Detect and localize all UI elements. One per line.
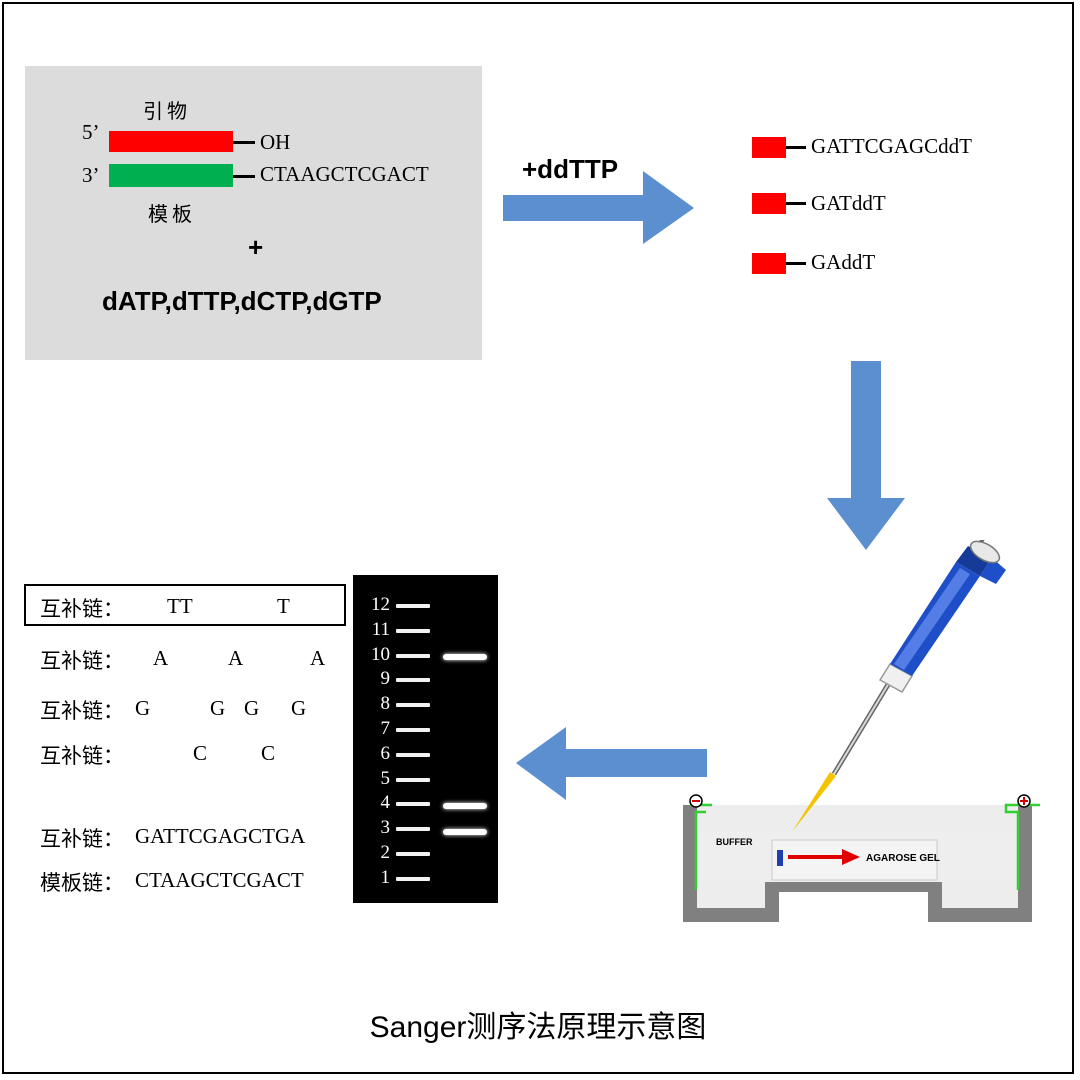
ladder-band [396,628,430,633]
ddttp-label: +ddTTP [522,154,619,184]
fragment-bond-1 [786,146,806,149]
ladder-number: 2 [380,842,391,863]
c-row-label: 互补链： [40,744,124,768]
ladder-number: 1 [380,866,391,888]
a-row-base-3: A [310,646,326,670]
template-strand-label: 模板链： [40,871,124,895]
ladder-number: 10 [371,643,390,665]
c-row-base-1: C [193,741,208,765]
primer-bond [233,141,255,144]
buffer-label: BUFFER [716,837,753,847]
positive-electrode [1004,803,1040,890]
ladder-band [396,852,430,856]
primer-end-label: OH [260,130,291,154]
ladder-band [396,777,430,782]
ladder-band [396,604,430,608]
sample-band-4 [443,803,487,809]
g-row-label: 互补链： [40,699,124,723]
ladder-number: 9 [380,668,391,690]
g-row-base-3: G [244,696,260,720]
down-arrow [827,361,905,550]
fragment-primer-1 [752,137,786,158]
fragment-3: GAddT [811,250,876,274]
figure-caption: Sanger测序法原理示意图 [0,1002,1076,1046]
ladder-number: 11 [371,618,390,640]
ladder-band [396,752,430,757]
template-strand-sequence: CTAAGCTCGACT [135,868,304,892]
ladder-number: 12 [371,594,390,615]
ladder-band [396,728,430,732]
negative-electrode [694,810,706,890]
g-row-base-2: G [210,696,226,720]
template-sequence: CTAAGCTCGACT [260,162,429,186]
pipette-button [969,540,1001,564]
sample-band-3 [443,829,487,835]
g-row-base-1: G [135,696,151,720]
a-row-base-1: A [153,646,169,670]
template-bar [109,164,233,187]
fragment-bond-2 [786,202,806,205]
ladder-number: 7 [380,718,391,739]
ladder-number: 3 [380,817,391,839]
ladder-band [396,876,430,881]
electrophoresis-illustration [683,540,1040,922]
ladder-band [396,678,430,683]
complement-label: 互补链： [40,827,124,851]
plus-sign: + [248,232,264,262]
primer-bar [109,131,233,152]
c-row-base-2: C [261,741,276,765]
sample-well [777,850,783,866]
agarose-gel-label: AGAROSE GEL [866,853,940,864]
fragment-primer-3 [752,253,786,274]
agarose-gel-slab [771,839,938,881]
five-prime-label: 5’ [82,120,100,144]
ladder-band [396,827,430,832]
right-arrow [503,171,694,244]
caption-text: Sanger测序法原理示意图 [369,1011,707,1044]
fragment-1: GATTCGAGCddT [811,134,972,158]
left-arrow [516,727,707,800]
primer-label: 引物 [143,99,191,123]
dntp-list: dATP,dTTP,dCTP,dGTP [102,286,382,316]
ladder-band [396,653,430,658]
template-label: 模板 [148,202,196,226]
t-row-box [24,584,346,626]
pipette-tip [792,772,836,832]
ladder-band [396,802,430,807]
sample-band-10 [443,654,487,660]
ladder-band [396,703,430,708]
reaction-panel [25,66,482,360]
ladder-number: 5 [380,767,391,789]
t-row-base-2: T [277,594,290,618]
fragment-2: GATddT [811,191,886,215]
template-bond [233,175,255,178]
g-row-base-4: G [291,696,307,720]
ladder-number: 8 [380,693,391,715]
migration-arrow-head [842,849,860,865]
three-prime-label: 3’ [82,163,100,187]
ladder-number: 4 [380,792,391,814]
fragment-primer-2 [752,193,786,214]
t-row-label: 互补链： [40,597,124,621]
a-row-base-2: A [228,646,244,670]
ladder-number: 6 [380,742,391,764]
a-row-label: 互补链： [40,649,124,673]
t-row-base-1: TT [167,594,193,618]
complement-sequence: GATTCGAGCTGA [135,824,306,848]
fragment-bond-3 [786,262,806,265]
